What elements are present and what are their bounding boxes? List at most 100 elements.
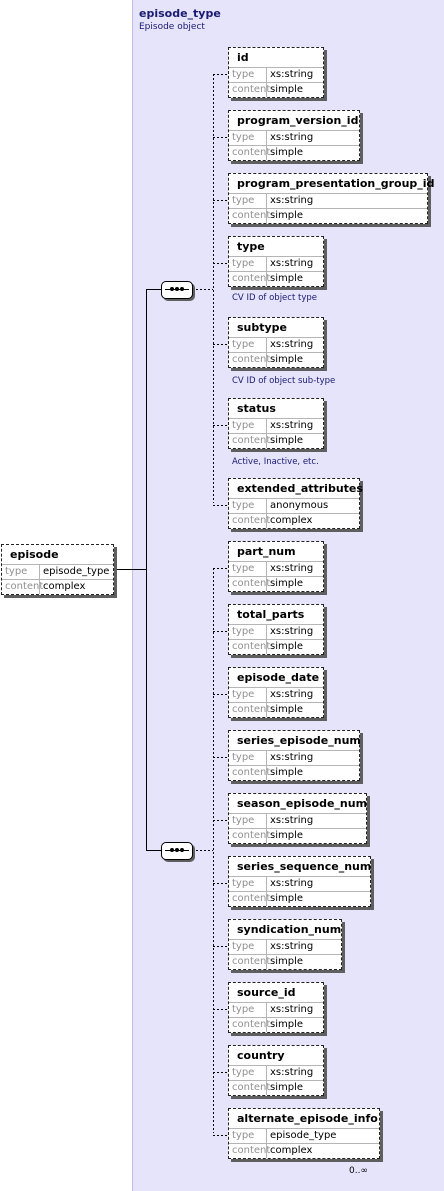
content-label: content [229, 766, 270, 780]
element-name: extended_attributes [237, 482, 363, 495]
type-value: xs:string [270, 689, 314, 700]
content-label: content [229, 272, 270, 286]
content-value: simple [270, 893, 304, 904]
type-value: xs:string [270, 69, 314, 80]
type-label: type [229, 419, 267, 433]
content-label: content [229, 434, 270, 448]
element-name: type [237, 240, 265, 253]
type-value: xs:string [270, 1004, 314, 1015]
element-name: syndication_num [237, 923, 342, 936]
content-label: content [2, 580, 43, 594]
content-label: content [229, 1018, 270, 1032]
content-label: content [229, 1144, 270, 1158]
type-value: xs:string [270, 815, 314, 826]
content-label: content [229, 703, 270, 717]
element-name: subtype [237, 321, 288, 334]
type-label: type [229, 814, 267, 828]
content-label: content [229, 209, 270, 223]
type-label: type [229, 562, 267, 576]
type-label: type [229, 499, 267, 513]
element-name: country [237, 1049, 285, 1062]
type-label: type [229, 338, 267, 352]
content-value: simple [270, 641, 304, 652]
type-value: xs:string [270, 563, 314, 574]
element-name: series_episode_num [237, 734, 361, 747]
complex-type-title: episode_type [139, 7, 221, 20]
type-label: type [229, 1066, 267, 1080]
content-value: simple [270, 1019, 304, 1030]
content-value: complex [43, 581, 86, 592]
type-value: xs:string [270, 878, 314, 889]
content-value: simple [270, 578, 304, 589]
element-name: status [237, 402, 276, 415]
type-value: anonymous [270, 500, 329, 511]
type-value: xs:string [270, 626, 314, 637]
content-label: content [229, 83, 270, 97]
content-value: simple [270, 956, 304, 967]
type-label: type [229, 1003, 267, 1017]
sequence-compositor-2 [161, 842, 193, 860]
type-label: type [229, 257, 267, 271]
type-value: xs:string [270, 195, 314, 206]
type-label: type [229, 751, 267, 765]
type-label: type [229, 625, 267, 639]
content-label: content [229, 514, 270, 528]
type-value: xs:string [270, 752, 314, 763]
sequence-compositor-1 [161, 281, 193, 299]
element-name: part_num [237, 545, 296, 558]
type-label: type [229, 131, 267, 145]
element-doc: CV ID of object type [232, 293, 317, 303]
type-label: type [229, 688, 267, 702]
type-label: type [229, 68, 267, 82]
occurrence-label: 0..∞ [349, 1166, 368, 1176]
content-value: simple [270, 767, 304, 778]
type-label: type [229, 940, 267, 954]
type-value: episode_type [43, 566, 110, 577]
type-value: episode_type [270, 1130, 337, 1141]
content-value: simple [270, 147, 304, 158]
content-value: simple [270, 210, 304, 221]
content-label: content [229, 955, 270, 969]
type-label: type [229, 194, 267, 208]
element-name: program_version_id [237, 114, 359, 127]
content-label: content [229, 577, 270, 591]
content-value: complex [270, 515, 313, 526]
element-name: source_id [237, 986, 296, 999]
type-label: type [229, 1129, 267, 1143]
type-label: type [2, 565, 40, 579]
element-name: program_presentation_group_id [237, 177, 435, 190]
type-value: xs:string [270, 132, 314, 143]
content-value: simple [270, 84, 304, 95]
type-label: type [229, 877, 267, 891]
type-value: xs:string [270, 420, 314, 431]
content-value: simple [270, 435, 304, 446]
content-label: content [229, 353, 270, 367]
type-value: xs:string [270, 1067, 314, 1078]
content-value: simple [270, 704, 304, 715]
element-name: episode [10, 548, 59, 561]
content-value: complex [270, 1145, 313, 1156]
element-name: episode_date [237, 671, 320, 684]
content-value: simple [270, 273, 304, 284]
type-value: xs:string [270, 258, 314, 269]
content-value: simple [270, 1082, 304, 1093]
